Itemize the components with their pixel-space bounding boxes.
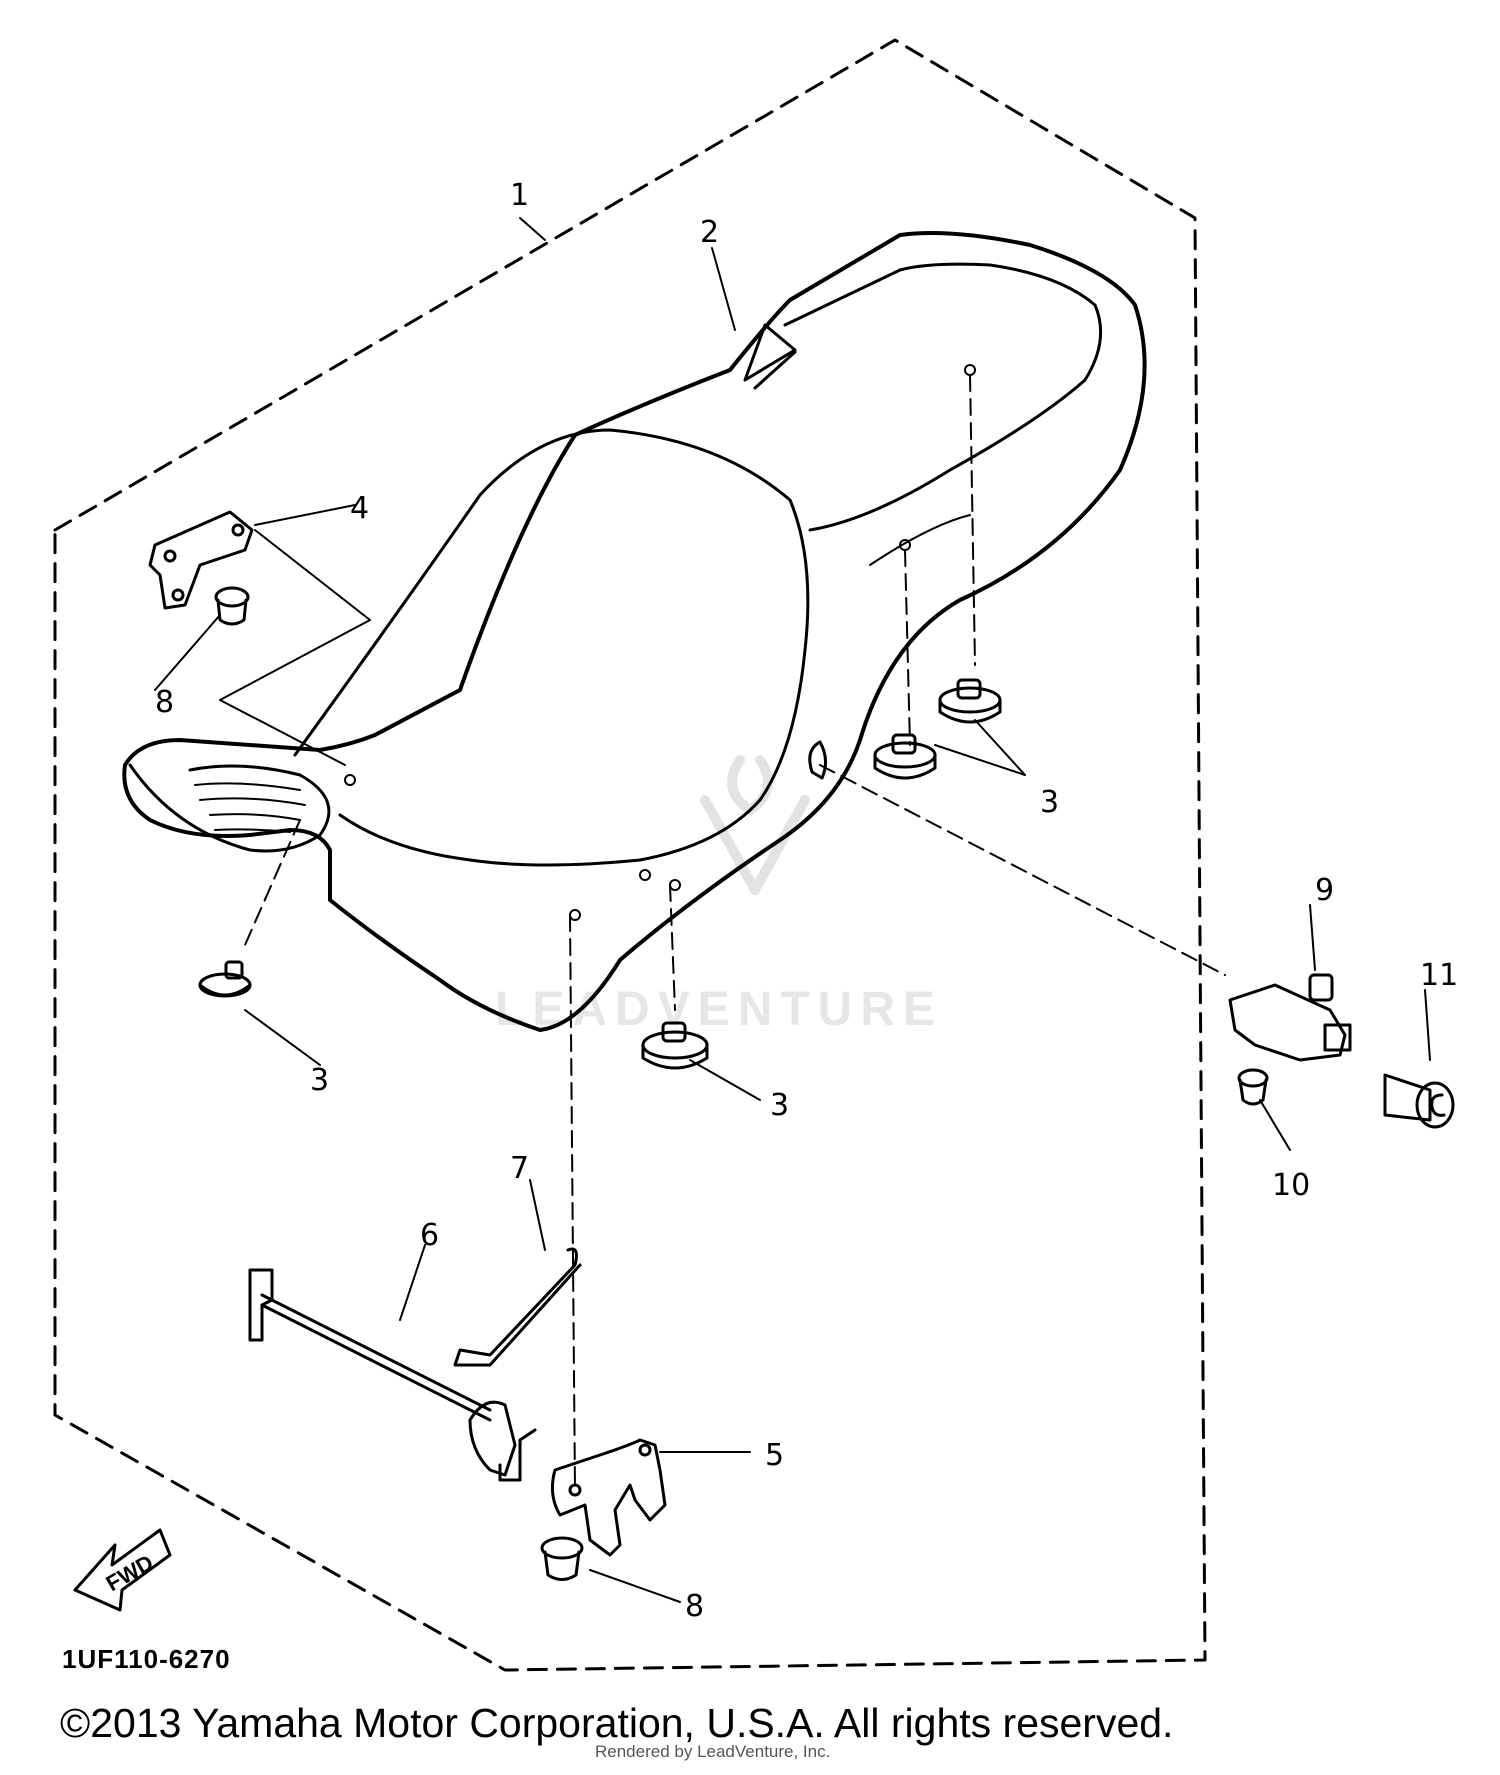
- callout-8-upper: 8: [155, 685, 174, 720]
- callout-6: 6: [420, 1218, 439, 1253]
- callout-labels: 1 2 3 3 3 4 5 6 7 8 8 9 10 11 FWD 1UF110…: [62, 178, 1458, 1674]
- seat-underside-ribs: [194, 782, 306, 833]
- callout-8-lower: 8: [685, 1589, 704, 1624]
- callout-3-tail: 3: [310, 1063, 329, 1098]
- leadventure-watermark-logo: [700, 755, 810, 895]
- watermark-text: LEADVENTURE: [495, 983, 943, 1036]
- part-code: 1UF110-6270: [62, 1644, 231, 1674]
- callout-7: 7: [510, 1151, 529, 1186]
- callout-3-lower: 3: [770, 1088, 789, 1123]
- callout-10: 10: [1272, 1168, 1310, 1203]
- copyright-notice: ©2013 Yamaha Motor Corporation, U.S.A. A…: [60, 1700, 1174, 1746]
- alignment-lines: [244, 374, 1226, 1491]
- seat-lock: [1228, 973, 1352, 1062]
- leader-lines: [154, 217, 1431, 1603]
- mount-holes: [344, 364, 976, 921]
- damper-rubber: [198, 678, 1002, 1070]
- fwd-label: FWD: [102, 1550, 158, 1597]
- callout-9: 9: [1315, 873, 1334, 908]
- fwd-arrow-icon: [73, 1528, 172, 1612]
- callout-5: 5: [765, 1438, 784, 1473]
- seat-outline: [122, 231, 1147, 1032]
- seat-side-line: [869, 514, 971, 566]
- mount-frame-outline: [219, 529, 371, 766]
- callout-2: 2: [700, 215, 719, 250]
- seat-hook-rod: [248, 1268, 537, 1482]
- callout-4: 4: [350, 491, 369, 526]
- seat-strap: [743, 323, 797, 390]
- rendered-by-note: Rendered by LeadVenture, Inc.: [595, 1742, 831, 1761]
- collar: [214, 586, 584, 1581]
- passenger-cushion: [783, 262, 1103, 532]
- callout-3-upper: 3: [1040, 785, 1059, 820]
- key-cylinder: [1383, 1073, 1455, 1129]
- callout-11: 11: [1420, 958, 1458, 993]
- seat-underside-tail: [128, 763, 331, 853]
- callout-1: 1: [510, 178, 529, 213]
- rider-cushion: [293, 428, 810, 867]
- return-spring-rod: [453, 1247, 582, 1367]
- side-cover-grommet: [808, 740, 827, 780]
- assembly-boundary: [53, 38, 1207, 1672]
- seat-bracket-rear: [550, 1438, 667, 1557]
- seat-bracket-front: [148, 510, 254, 610]
- lock-screw: [1237, 1068, 1269, 1106]
